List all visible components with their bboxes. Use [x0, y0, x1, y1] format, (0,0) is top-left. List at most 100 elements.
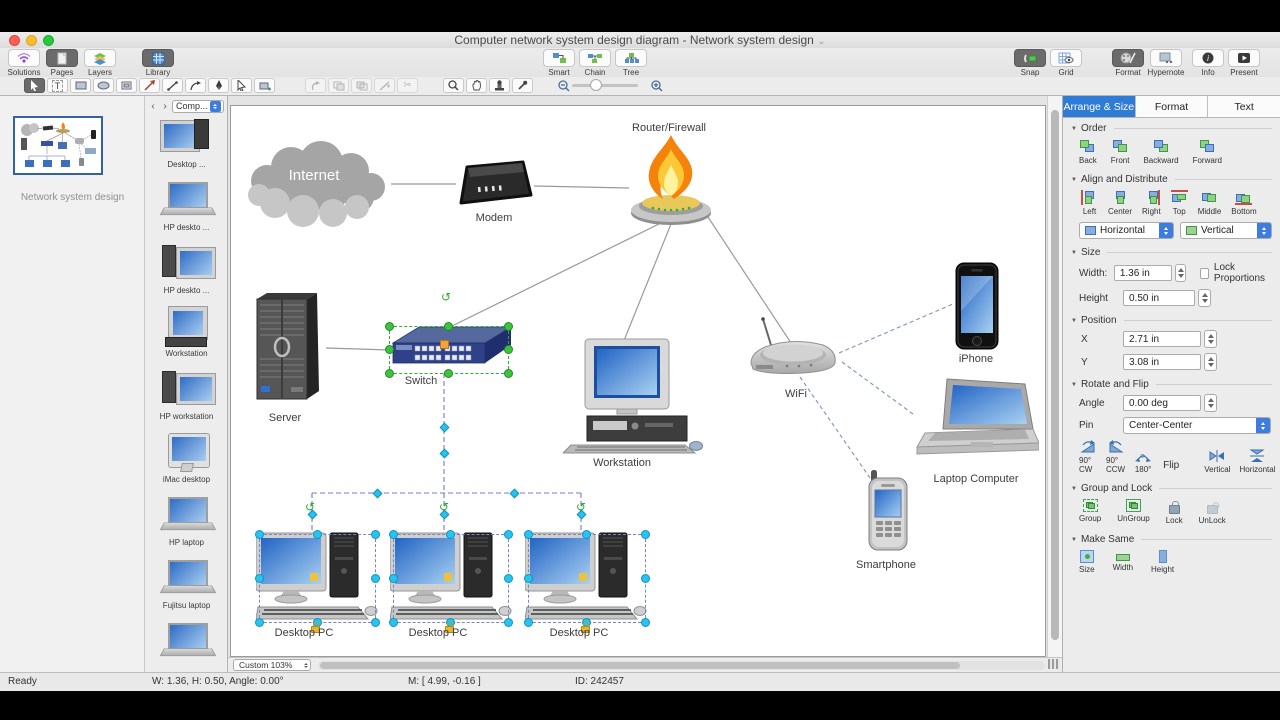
drawing-page[interactable]: Internet Modem Router/Firewall: [230, 105, 1046, 657]
ellipse-tool[interactable]: [93, 78, 114, 93]
desktop-pc-selection[interactable]: [389, 530, 513, 627]
connect-tool[interactable]: [374, 78, 395, 93]
desktop-pc-shape[interactable]: [389, 529, 512, 634]
lock-proportions-checkbox[interactable]: [1199, 267, 1209, 279]
tree-button[interactable]: Tree: [613, 49, 649, 77]
rotate-handle-icon[interactable]: ↺: [439, 500, 450, 514]
selection-handle[interactable]: [385, 345, 394, 354]
make-same-height-button[interactable]: Height: [1151, 550, 1174, 574]
arc-tool[interactable]: [185, 78, 206, 93]
selection-handle[interactable]: [504, 618, 513, 627]
x-input[interactable]: 2.71 in: [1123, 331, 1201, 347]
order-forward-button[interactable]: Forward: [1193, 139, 1222, 165]
selection-handle[interactable]: [312, 530, 322, 539]
layers-button[interactable]: Layers: [82, 49, 118, 77]
snap-button[interactable]: Snap: [1012, 49, 1048, 77]
line-tool[interactable]: [162, 78, 183, 93]
laptop-shape[interactable]: [913, 377, 1040, 472]
library-item[interactable]: Fujitsu laptop: [145, 557, 227, 610]
minimize-window-icon[interactable]: [26, 35, 37, 46]
height-input[interactable]: 0.50 in: [1123, 290, 1195, 306]
zoom-window-icon[interactable]: [43, 35, 54, 46]
library-item[interactable]: iMac desktop: [145, 431, 227, 484]
selection-handle[interactable]: [524, 573, 533, 583]
library-dropdown[interactable]: Comp...: [172, 99, 224, 113]
library-item[interactable]: Workstation: [145, 305, 227, 358]
desktop-pc-selection[interactable]: [255, 530, 380, 627]
selection-handle[interactable]: [504, 345, 513, 354]
width-input[interactable]: 1.36 in: [1113, 265, 1173, 281]
solutions-button[interactable]: Solutions: [6, 49, 42, 77]
selection-handle[interactable]: [385, 369, 394, 378]
selection-handle[interactable]: [371, 618, 380, 627]
subtract-tool[interactable]: [351, 78, 372, 93]
selection-handle[interactable]: [444, 369, 453, 378]
selection-handle[interactable]: [444, 322, 453, 331]
zoom-slider[interactable]: [572, 79, 638, 91]
text-tool[interactable]: T: [47, 78, 68, 93]
height-stepper[interactable]: [1198, 289, 1211, 307]
selection-handle[interactable]: [389, 573, 398, 583]
y-input[interactable]: 3.08 in: [1123, 354, 1201, 370]
order-back-button[interactable]: Back: [1079, 139, 1097, 165]
align-middle-button[interactable]: Middle: [1198, 190, 1221, 216]
make-same-width-button[interactable]: Width: [1113, 550, 1133, 574]
lock-button[interactable]: Lock: [1166, 499, 1183, 525]
vertical-scrollbar[interactable]: [1047, 96, 1062, 657]
pen-tool[interactable]: [208, 78, 229, 93]
tab-format[interactable]: Format: [1135, 96, 1209, 117]
rotate-handle-icon[interactable]: ↺: [305, 500, 316, 514]
pages-button[interactable]: Pages: [44, 49, 80, 77]
horizontal-scrollbar[interactable]: [318, 661, 1045, 670]
library-item[interactable]: Desktop ...: [145, 116, 227, 169]
rotate-handle-icon[interactable]: ↺: [441, 290, 452, 304]
library-item[interactable]: HP laptop: [145, 494, 227, 547]
selection-handle[interactable]: [385, 322, 394, 331]
unlock-button[interactable]: UnLock: [1199, 499, 1226, 525]
info-button[interactable]: i Info: [1190, 49, 1226, 77]
eyedropper-tool[interactable]: [512, 78, 533, 93]
chain-button[interactable]: Chain: [577, 49, 613, 77]
library-item[interactable]: HP deskto ...: [145, 179, 227, 232]
selection-handle[interactable]: [504, 573, 513, 583]
desktop-pc-selection[interactable]: [524, 530, 650, 627]
flip-horizontal-button[interactable]: Horizontal: [1239, 449, 1275, 474]
switch-selection[interactable]: [385, 322, 513, 378]
pin-dropdown[interactable]: Center-Center: [1123, 417, 1271, 434]
rectangle-tool[interactable]: [70, 78, 91, 93]
align-right-button[interactable]: Right: [1142, 190, 1161, 216]
angle-input[interactable]: 0.00 deg: [1123, 395, 1201, 411]
align-bottom-button[interactable]: Bottom: [1231, 190, 1257, 216]
hypernote-button[interactable]: Hypernote: [1148, 49, 1184, 77]
close-window-icon[interactable]: [9, 35, 20, 46]
node-pointer-tool[interactable]: [231, 78, 252, 93]
zoom-tool[interactable]: [443, 78, 464, 93]
selection-handle[interactable]: [389, 618, 398, 627]
smartphone-shape[interactable]: [861, 469, 917, 564]
library-button[interactable]: Library: [140, 49, 176, 77]
rotate-90ccw-button[interactable]: 90° CCW: [1106, 440, 1125, 474]
width-stepper[interactable]: [1175, 264, 1186, 282]
zoom-in-button[interactable]: [646, 78, 667, 93]
tab-arrange-size[interactable]: Arrange & Size: [1063, 96, 1136, 117]
grid-button[interactable]: Grid: [1048, 49, 1084, 77]
combine-tool[interactable]: [328, 78, 349, 93]
zoom-level-select[interactable]: Custom 103%: [233, 659, 311, 671]
server-shape[interactable]: [247, 291, 327, 411]
selection-handle[interactable]: [389, 530, 398, 539]
split-tool[interactable]: ✂: [397, 78, 418, 93]
x-stepper[interactable]: [1204, 330, 1217, 348]
selection-handle[interactable]: [504, 322, 513, 331]
rotate-180-button[interactable]: ⟳180°: [1134, 449, 1152, 474]
y-stepper[interactable]: [1204, 353, 1217, 371]
frame-tool[interactable]: [116, 78, 137, 93]
angle-stepper[interactable]: [1204, 394, 1217, 412]
order-backward-button[interactable]: Backward: [1143, 139, 1179, 165]
present-button[interactable]: Present: [1226, 49, 1262, 77]
group-button[interactable]: Group: [1079, 499, 1101, 525]
pointer-tool[interactable]: [24, 78, 45, 93]
reshape-tool[interactable]: [305, 78, 326, 93]
zoom-slider-knob[interactable]: [590, 79, 602, 91]
resize-grip-icon[interactable]: [1048, 659, 1060, 669]
library-item[interactable]: HP workstation: [145, 368, 227, 421]
